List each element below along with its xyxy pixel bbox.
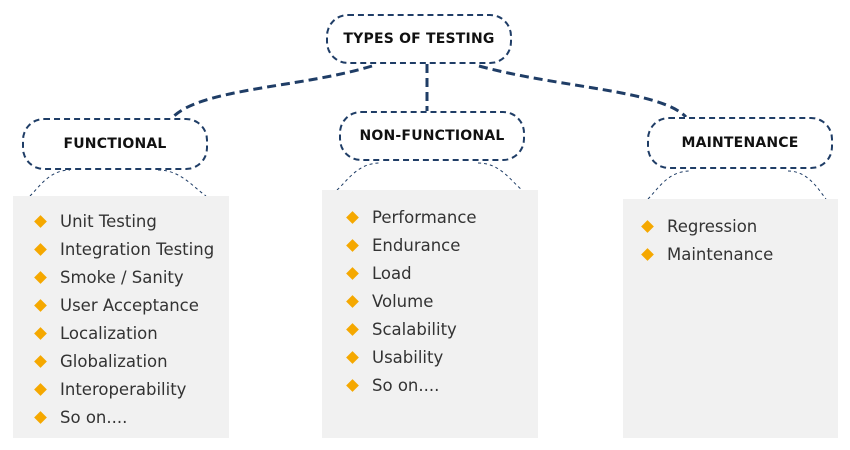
list-item-label: So on.... xyxy=(60,408,128,427)
list-item: Maintenance xyxy=(623,241,838,269)
list-item-label: Endurance xyxy=(372,236,461,255)
diamond-bullet-icon xyxy=(346,239,359,252)
root-node-label: TYPES OF TESTING xyxy=(343,31,495,47)
diamond-bullet-icon xyxy=(346,379,359,392)
connector-root-maintenance xyxy=(478,64,688,119)
category-title-non-functional: NON-FUNCTIONAL xyxy=(359,128,505,144)
list-item: Load xyxy=(322,260,538,288)
list-item: Smoke / Sanity xyxy=(13,264,229,292)
list-item: Globalization xyxy=(13,348,229,376)
list-item-label: Interoperability xyxy=(60,380,187,399)
list-item-label: User Acceptance xyxy=(60,296,199,315)
connector-root-functional xyxy=(170,64,373,120)
panel-functional: Unit Testing Integration Testing Smoke /… xyxy=(13,196,229,438)
diamond-bullet-icon xyxy=(346,323,359,336)
category-title-maintenance: MAINTENANCE xyxy=(681,135,799,151)
flare-functional xyxy=(29,169,207,197)
list-item-label: So on.... xyxy=(372,376,440,395)
list-maintenance: Regression Maintenance xyxy=(623,213,838,269)
list-item-label: Integration Testing xyxy=(60,240,215,259)
list-item-label: Unit Testing xyxy=(60,212,157,231)
list-item: Regression xyxy=(623,213,838,241)
diamond-bullet-icon xyxy=(346,211,359,224)
list-item-label: Volume xyxy=(372,292,434,311)
diamond-bullet-icon xyxy=(641,248,654,261)
diamond-bullet-icon xyxy=(34,327,47,340)
list-item-label: Usability xyxy=(372,348,444,367)
list-item: Volume xyxy=(322,288,538,316)
category-node-functional: FUNCTIONAL xyxy=(22,118,208,170)
flare-nonfunctional xyxy=(336,162,523,191)
diamond-bullet-icon xyxy=(34,243,47,256)
diamond-bullet-icon xyxy=(641,220,654,233)
list-item: Integration Testing xyxy=(13,236,229,264)
diamond-bullet-icon xyxy=(34,383,47,396)
flare-maintenance xyxy=(647,170,827,200)
list-non-functional: Performance Endurance Load Volume Scalab… xyxy=(322,204,538,400)
root-node-types-of-testing: TYPES OF TESTING xyxy=(326,14,512,64)
list-item: Unit Testing xyxy=(13,208,229,236)
list-item: Scalability xyxy=(322,316,538,344)
list-item: Localization xyxy=(13,320,229,348)
list-item: Endurance xyxy=(322,232,538,260)
list-item-label: Globalization xyxy=(60,352,168,371)
panel-non-functional: Performance Endurance Load Volume Scalab… xyxy=(322,190,538,438)
diamond-bullet-icon xyxy=(346,351,359,364)
diamond-bullet-icon xyxy=(34,271,47,284)
list-item: Usability xyxy=(322,344,538,372)
list-item-label: Load xyxy=(372,264,412,283)
list-item: Interoperability xyxy=(13,376,229,404)
list-functional: Unit Testing Integration Testing Smoke /… xyxy=(13,208,229,432)
list-item-label: Regression xyxy=(667,217,758,236)
panel-maintenance: Regression Maintenance xyxy=(623,199,838,438)
category-node-non-functional: NON-FUNCTIONAL xyxy=(339,111,525,161)
list-item-label: Smoke / Sanity xyxy=(60,268,184,287)
diamond-bullet-icon xyxy=(34,215,47,228)
diamond-bullet-icon xyxy=(34,411,47,424)
diamond-bullet-icon xyxy=(346,267,359,280)
list-item: User Acceptance xyxy=(13,292,229,320)
list-item: So on.... xyxy=(13,404,229,432)
list-item: So on.... xyxy=(322,372,538,400)
category-title-functional: FUNCTIONAL xyxy=(63,136,167,152)
list-item-label: Scalability xyxy=(372,320,457,339)
list-item: Performance xyxy=(322,204,538,232)
category-node-maintenance: MAINTENANCE xyxy=(647,117,833,169)
diamond-bullet-icon xyxy=(34,299,47,312)
list-item-label: Performance xyxy=(372,208,477,227)
diamond-bullet-icon xyxy=(34,355,47,368)
list-item-label: Maintenance xyxy=(667,245,774,264)
list-item-label: Localization xyxy=(60,324,158,343)
diamond-bullet-icon xyxy=(346,295,359,308)
